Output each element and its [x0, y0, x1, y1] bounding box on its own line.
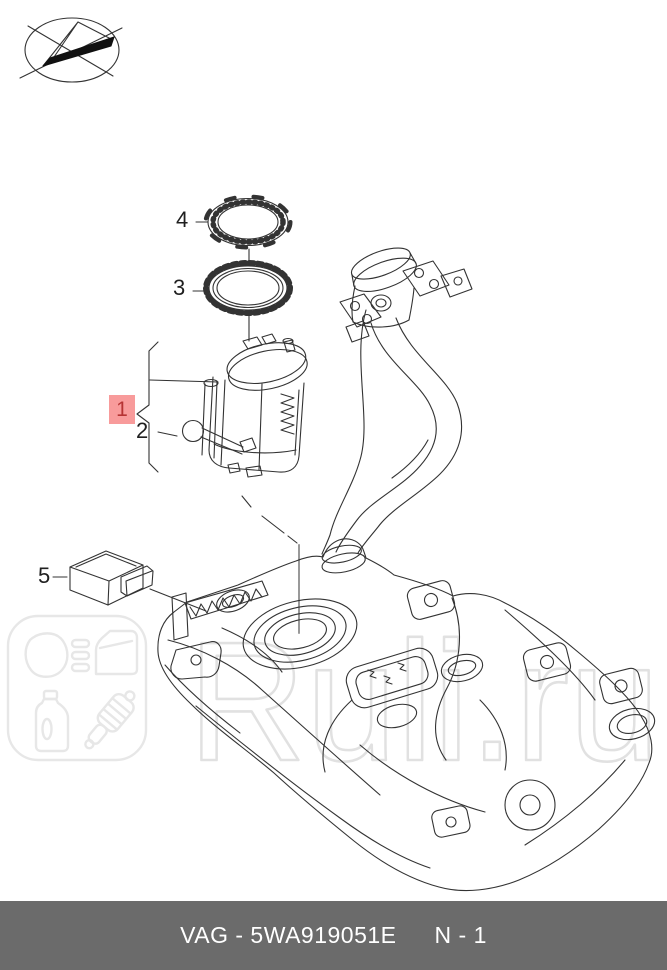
- fuel-pump-module-drawing: [136, 333, 308, 478]
- headlight-icon: [24, 632, 91, 678]
- filler-neck-drawing: [339, 247, 473, 343]
- control-module-drawing: [52, 550, 154, 606]
- shock-absorber-icon: [84, 690, 136, 750]
- filler-pipe-drawing: [321, 309, 463, 574]
- footer-part-number: VAG - 5WA919051E: [180, 922, 397, 948]
- callout-1-bracket: [136, 341, 219, 473]
- watermark-icon-box: [6, 614, 148, 762]
- car-door-icon: [94, 629, 139, 676]
- callout-2[interactable]: 2: [136, 418, 149, 443]
- callout-1-highlighted[interactable]: 1: [109, 395, 135, 424]
- footer-page-ref: N - 1: [434, 922, 487, 948]
- fuel-level-float-drawing: [157, 419, 257, 455]
- brand-logo-icon: [19, 17, 123, 83]
- callout-3[interactable]: 3: [173, 275, 186, 300]
- lock-ring-drawing: [195, 194, 293, 250]
- seal-union-ring-drawing: [192, 260, 293, 316]
- callout-4[interactable]: 4: [176, 207, 189, 232]
- footer-bar: VAG - 5WA919051E N - 1: [0, 901, 667, 970]
- watermark-site-text: Ruli.ru: [188, 607, 660, 797]
- oil-canister-icon: [34, 689, 70, 753]
- exploded-parts-drawing: Ruli.ru: [6, 17, 661, 892]
- callout-5[interactable]: 5: [38, 563, 51, 588]
- fuel-tank-drawing: [157, 538, 656, 892]
